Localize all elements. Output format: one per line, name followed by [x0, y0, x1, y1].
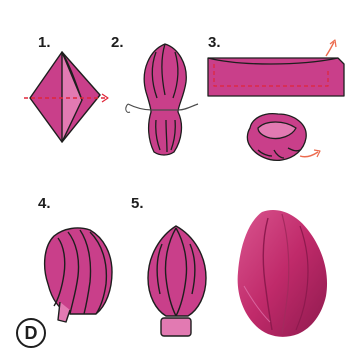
step-3-rolled-bud-illustration — [247, 114, 320, 161]
step-2-gather-illustration — [126, 44, 198, 155]
step-1-number: 1. — [38, 34, 51, 51]
step-5-finished-bud-illustration — [148, 226, 206, 336]
step-3-roll-illustration — [208, 40, 344, 96]
bud-base — [161, 318, 191, 336]
motion-arrow-icon — [326, 42, 334, 56]
panel-label-badge: D — [16, 318, 46, 348]
step-1-fold-illustration — [24, 52, 108, 142]
step-2-number: 2. — [111, 34, 124, 51]
motion-arrow-icon — [300, 152, 318, 157]
finished-flower-photo — [238, 210, 327, 337]
step-4-wrap-illustration — [45, 228, 112, 322]
step-3-number: 3. — [208, 34, 221, 51]
step-5-number: 5. — [131, 195, 144, 212]
step-4-number: 4. — [38, 195, 51, 212]
